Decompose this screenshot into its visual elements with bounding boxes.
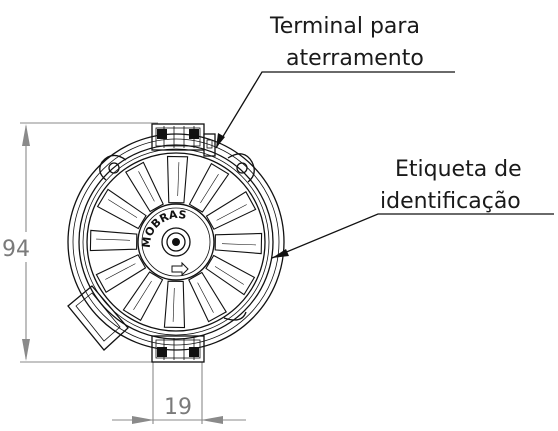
- outer-housing-ring: [67, 133, 285, 351]
- fan-blade: [122, 271, 164, 322]
- fan-blade: [205, 254, 256, 296]
- terminal-leader-arrow: [216, 133, 225, 148]
- fan-blade: [188, 271, 227, 323]
- fan-blade: [125, 161, 164, 213]
- fan-blade: [166, 155, 189, 204]
- fan-blade: [89, 229, 138, 252]
- fan-blade-rib: [214, 266, 244, 285]
- fan-blade-rib: [105, 263, 136, 280]
- fan-blade-rib: [96, 238, 131, 241]
- housing-ring-2: [72, 138, 280, 346]
- height-arrow-top: [22, 124, 30, 146]
- housing-ring-3: [78, 144, 274, 340]
- label-leader-arrow: [272, 249, 289, 258]
- fan-blade-rib: [216, 204, 247, 221]
- fan-blade-rib: [221, 243, 256, 246]
- side-bracket: [67, 285, 129, 351]
- fan-blade: [188, 162, 230, 213]
- fan-blade: [96, 188, 147, 230]
- fan-assembly: MOBRAS: [67, 123, 285, 363]
- bottom-connector: [151, 335, 205, 363]
- hub-shaft: [172, 238, 180, 246]
- rotation-arrow-icon: [171, 261, 189, 277]
- label-leader-line: [271, 213, 554, 259]
- width-arrow-left: [132, 416, 154, 424]
- housing-ring-4: [82, 148, 270, 336]
- fan-blade: [163, 280, 186, 329]
- fan-blade-rib: [200, 174, 219, 204]
- width-dimension: 19: [112, 362, 246, 424]
- label-callout: Etiqueta de identificação: [271, 157, 554, 259]
- hub-ring: [141, 207, 211, 277]
- height-dimension: 94: [2, 122, 158, 363]
- terminal-label-line2: aterramento: [286, 46, 424, 71]
- fan-blade-rib: [172, 287, 175, 322]
- height-arrow-bottom: [22, 339, 30, 361]
- hub-center: [166, 232, 186, 252]
- terminal-label-line1: Terminal para: [269, 14, 420, 39]
- width-arrow-right: [201, 416, 223, 424]
- height-value: 94: [2, 237, 30, 262]
- fan-blade: [95, 254, 147, 293]
- fan-blade-rib: [177, 162, 180, 197]
- width-value: 19: [164, 395, 192, 420]
- terminal-leader-line: [215, 71, 455, 149]
- height-label-bg: [2, 232, 42, 262]
- label-label-line2: identificação: [380, 189, 521, 214]
- fan-blade: [205, 191, 257, 230]
- terminal-callout: Terminal para aterramento: [215, 14, 455, 149]
- label-label-line1: Etiqueta de: [395, 157, 522, 182]
- fan-blade-rib: [133, 280, 152, 310]
- hub-inner-ring: [161, 227, 191, 257]
- housing-ring-5: [86, 152, 266, 332]
- fan-blade-rib: [138, 171, 155, 202]
- fan-blade: [214, 232, 263, 255]
- fan-blade-rib: [197, 282, 214, 313]
- fan-blades: [89, 155, 263, 329]
- fan-blade-rib: [108, 199, 138, 218]
